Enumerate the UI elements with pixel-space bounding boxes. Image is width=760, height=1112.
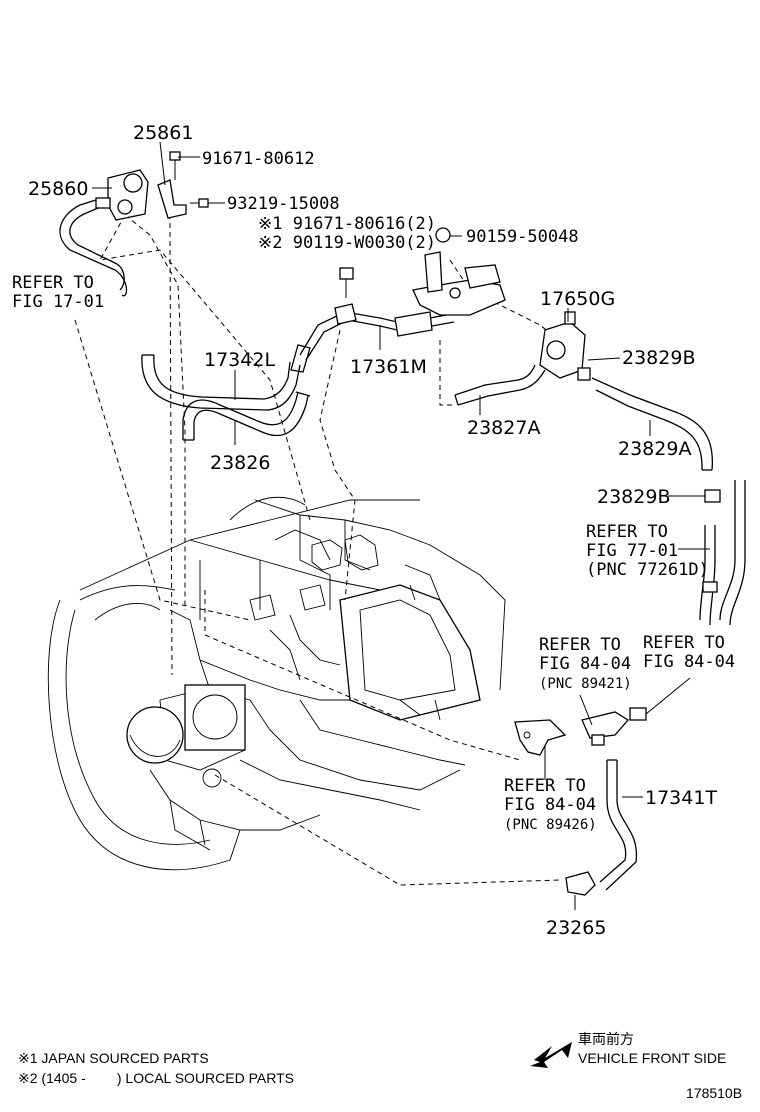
ref-fig-84-04[interactable]: REFER TO FIG 84-04	[643, 633, 735, 672]
label-23826: 23826	[210, 452, 270, 474]
ref-fig-77-01-line2: FIG 77-01	[586, 541, 678, 561]
label-25861: 25861	[133, 122, 193, 144]
direction-label-jp: 車両前方	[578, 1031, 634, 1047]
ref-fig-84-04b-line1: REFER TO	[643, 633, 725, 653]
label-90119-w0030: ※2 90119-W0030(2)	[258, 233, 436, 253]
engine-drawing	[47, 496, 506, 871]
ref-fig-17-01-line2: FIG 17-01	[12, 292, 104, 312]
hose-23827a-drawing[interactable]	[454, 364, 546, 406]
sensor-bracket-drawing[interactable]	[514, 719, 567, 756]
vehicle-front-indicator: 車両前方 VEHICLE FRONT SIDE	[530, 1031, 726, 1068]
label-23827a: 23827A	[467, 417, 540, 439]
bracket-25861-drawing[interactable]	[157, 179, 187, 219]
ref-fig-84-04c-line2: FIG 84-04	[504, 795, 596, 815]
ref-fig-17-01[interactable]: REFER TO FIG 17-01	[12, 273, 104, 312]
ref-fig-84-04a-line1: REFER TO	[539, 635, 621, 655]
label-17650g: 17650G	[540, 288, 615, 310]
label-17341t: 17341T	[645, 787, 717, 809]
label-91671-80612: 91671-80612	[202, 149, 315, 169]
footnote-local-sourced: ※2 (1405 - ) LOCAL SOURCED PARTS	[18, 1070, 294, 1086]
label-91671-80616: ※1 91671-80616(2)	[258, 214, 436, 234]
bolt-93219-15008-drawing[interactable]	[190, 198, 209, 208]
pressure-sensor-drawing[interactable]	[581, 711, 629, 746]
hose-17341t-drawing[interactable]	[599, 759, 638, 891]
ref-fig-84-04a-line3: (PNC 89421)	[539, 676, 632, 692]
ref-fig-84-04-pnc89426[interactable]: REFER TO FIG 84-04 (PNC 89426)	[504, 776, 597, 833]
label-25860: 25860	[28, 178, 88, 200]
clip-23829b-top-drawing[interactable]	[577, 367, 591, 381]
bolt-90119-drawing[interactable]	[339, 267, 354, 298]
label-leaders	[92, 141, 710, 910]
footnote-japan-sourced: ※1 JAPAN SOURCED PARTS	[18, 1050, 209, 1066]
dashed-leaders	[74, 205, 566, 886]
pipe-17361m-drawing[interactable]	[299, 303, 455, 361]
ref-fig-84-04a-line2: FIG 84-04	[539, 654, 631, 674]
bolt-fig84-drawing[interactable]	[629, 707, 647, 721]
label-23829a: 23829A	[618, 438, 691, 460]
clip-23829b-mid-drawing[interactable]	[699, 480, 746, 626]
label-23829b-top: 23829B	[622, 347, 695, 369]
ref-fig-17-01-line1: REFER TO	[12, 273, 94, 293]
valve-17650g-drawing[interactable]	[539, 311, 586, 379]
ref-fig-77-01[interactable]: REFER TO FIG 77-01 (PNC 77261D)	[586, 522, 709, 580]
arrow-down-left-icon	[530, 1042, 572, 1068]
label-93219-15008: 93219-15008	[227, 194, 340, 214]
label-23829b-mid: 23829B	[597, 486, 670, 508]
sensor-23265-drawing[interactable]	[565, 871, 596, 896]
label-17342l: 17342L	[204, 349, 275, 371]
label-90159-50048: 90159-50048	[466, 227, 579, 247]
hose-23826-drawing[interactable]	[182, 391, 311, 441]
ref-fig-77-01-line3: (PNC 77261D)	[586, 560, 709, 580]
bracket-assembly-drawing[interactable]	[412, 227, 506, 316]
label-17361m: 17361M	[350, 356, 427, 378]
label-23265: 23265	[546, 917, 606, 939]
ref-fig-77-01-line1: REFER TO	[586, 522, 668, 542]
ref-fig-84-04c-line1: REFER TO	[504, 776, 586, 796]
figure-id: 178510B	[686, 1085, 742, 1101]
ref-fig-84-04-pnc89421[interactable]: REFER TO FIG 84-04 (PNC 89421)	[539, 635, 632, 692]
hose-23829a-drawing[interactable]	[591, 377, 714, 471]
vsv-25860-drawing[interactable]	[59, 169, 149, 297]
ref-fig-84-04c-line3: (PNC 89426)	[504, 817, 597, 833]
direction-label-en: VEHICLE FRONT SIDE	[578, 1050, 726, 1066]
hose-17342l-drawing[interactable]	[141, 344, 311, 411]
ref-fig-84-04b-line2: FIG 84-04	[643, 652, 735, 672]
bolt-91671-80612-drawing[interactable]	[169, 151, 181, 180]
